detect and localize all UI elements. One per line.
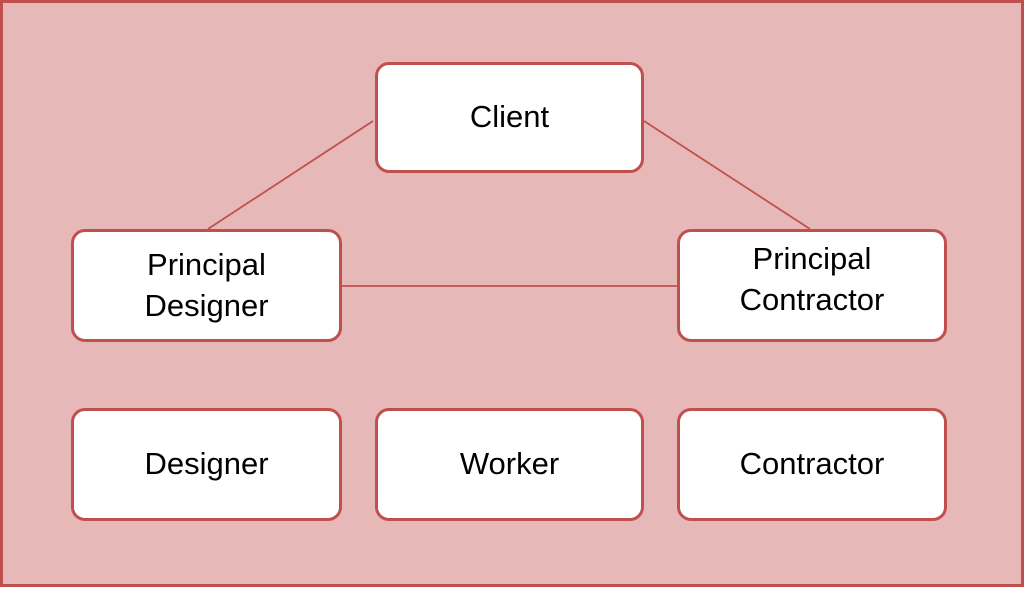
client-box: Client: [375, 62, 644, 173]
contractor-box: Contractor: [677, 408, 947, 521]
client-label: Client: [469, 99, 550, 135]
contractor-label: Contractor: [739, 446, 885, 482]
designer-box: Designer: [71, 408, 342, 521]
principal-contractor-label: Principal Contractor: [739, 241, 885, 317]
worker-box: Worker: [375, 408, 644, 521]
edge-client-principal-designer: [207, 120, 374, 230]
principal-contractor-box: Principal Contractor: [677, 229, 947, 342]
designer-label: Designer: [144, 446, 269, 482]
principal-designer-box: Principal Designer: [71, 229, 342, 342]
worker-label: Worker: [459, 446, 560, 482]
principal-designer-label: Principal Designer: [144, 247, 269, 323]
edge-client-principal-contractor: [643, 120, 811, 230]
